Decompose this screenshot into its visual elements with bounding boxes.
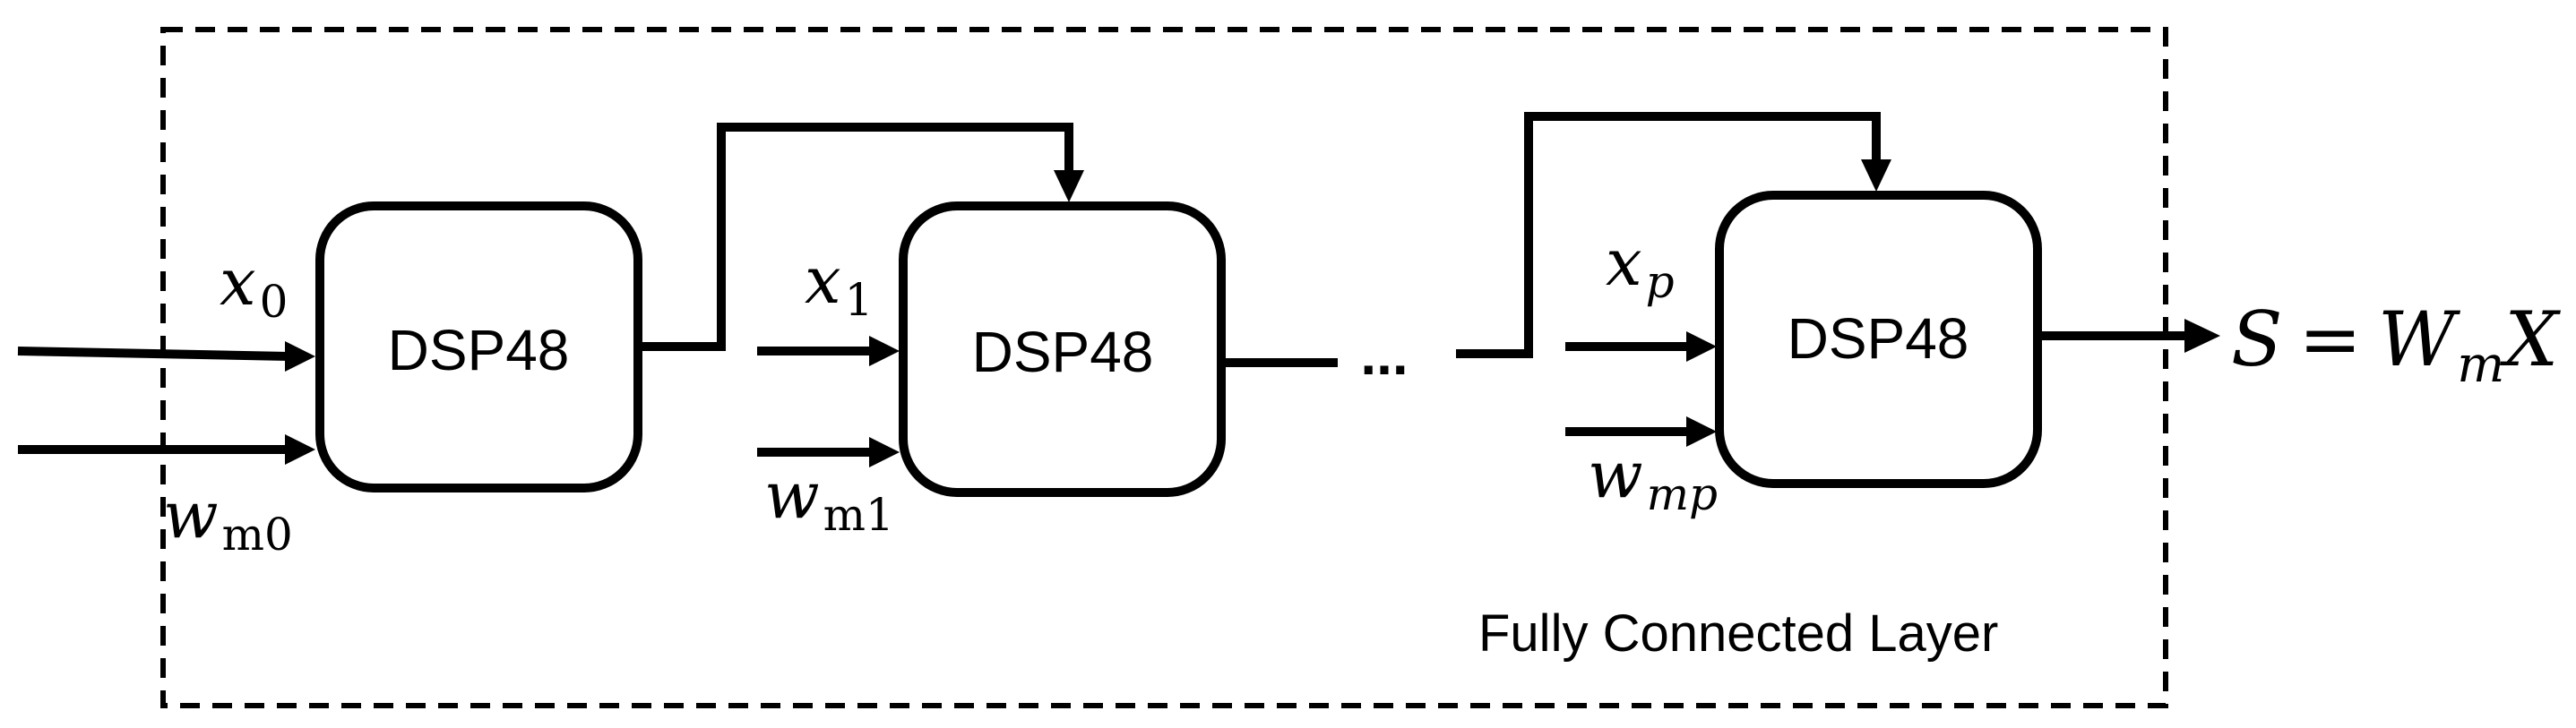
output-equation: S=WmX [2231,295,2561,394]
wp-label: wmp [1588,437,1718,520]
w1-input-arrowhead [869,437,900,467]
dsp48-block-2: DSP48 [1715,191,2042,488]
layer-label: Fully Connected Layer [1478,604,1998,663]
layer-boundary [160,27,2168,708]
cascade-arrowhead-1 [1054,170,1084,202]
w0-input-arrowhead [285,434,315,465]
w1-label: wm1 [764,458,894,541]
wp-input-arrowhead [1686,416,1717,447]
output-arrowhead [2184,319,2220,353]
dsp48-label-2: DSP48 [1788,306,1969,371]
cascade-wire-to-2 [1456,112,1881,358]
x0-input-arrow-line [17,347,289,361]
x0-label: x0 [220,244,288,328]
dsp48-block-0: DSP48 [315,201,642,492]
dsp48-label-0: DSP48 [388,318,570,382]
cascade-wire-0-1 [638,123,1073,351]
w0-label: wm0 [163,477,293,561]
ellipsis: ... [1360,322,1408,387]
cascade-arrowhead-2 [1861,159,1891,192]
xp-label: xp [1606,225,1675,308]
x1-label: x1 [805,243,873,326]
dsp48-block-1: DSP48 [899,201,1226,497]
x1-input-arrowhead [869,336,900,366]
x0-input-arrowhead [285,341,315,372]
xp-input-arrowhead [1686,331,1717,362]
dsp48-label-1: DSP48 [972,320,1154,384]
